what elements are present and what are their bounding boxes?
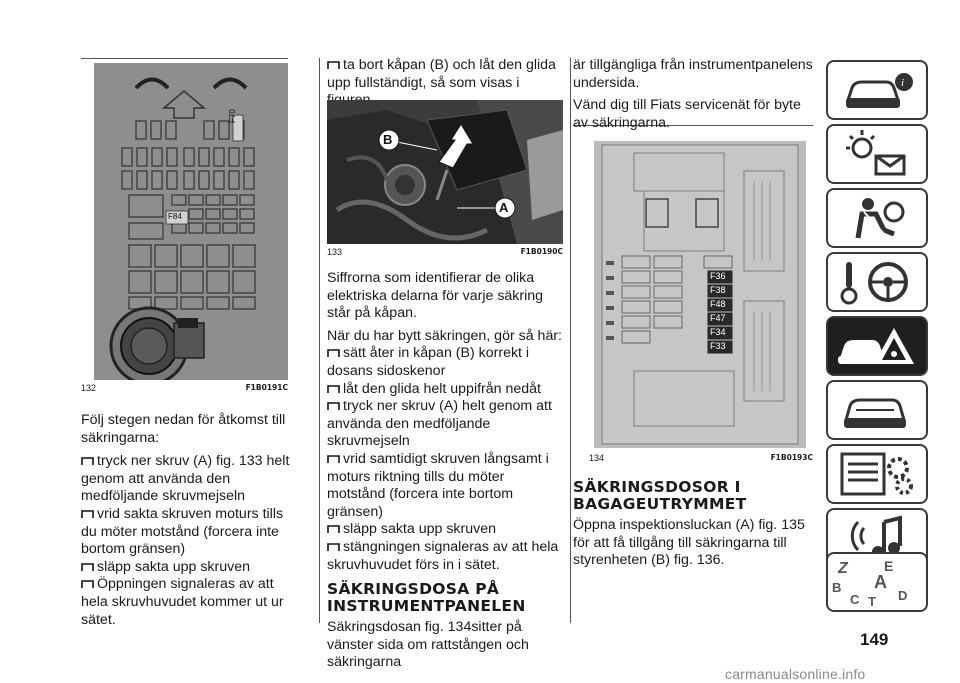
fuse-cover-illustration xyxy=(94,63,288,380)
list-item: tryck ner skruv (A) fig. 133 helt genom … xyxy=(81,453,290,505)
tab-warning-lights[interactable] xyxy=(826,124,928,184)
figure-134: F36 F38 F48 F47 F34 F33 xyxy=(594,141,806,448)
fuse-label-f36: F36 xyxy=(710,271,726,281)
tab-index[interactable]: Z E A B D C T xyxy=(826,552,928,612)
figure-code: F1B0191C xyxy=(245,383,288,392)
list-item: ta bort kåpan (B) och låt den glida upp … xyxy=(327,57,556,108)
paragraph: När du har bytt säkringen, gör så här: xyxy=(327,327,563,344)
callout-b: B xyxy=(383,132,393,147)
fuse-label-f84: F84 xyxy=(168,212,182,221)
airbag-seatbelt-icon xyxy=(855,198,905,239)
column-1-text: Följ stegen nedan för åtkomst till säkri… xyxy=(81,412,296,629)
bullet-icon xyxy=(327,455,340,463)
bullet-icon xyxy=(81,510,94,518)
index-icon: Z E A B D C T xyxy=(828,554,926,610)
tab-car-info[interactable]: i xyxy=(826,60,928,120)
bullet-icon xyxy=(327,525,340,534)
warning-lights-icon xyxy=(846,130,906,176)
column-3-top-text: är tillgängliga från instrumentpanelens … xyxy=(573,57,818,132)
list-item: tryck ner skruv (A) helt genom att använ… xyxy=(327,398,552,450)
top-rule-col1 xyxy=(81,58,288,59)
column-divider-2 xyxy=(570,58,571,623)
index-letter: A xyxy=(874,572,887,592)
fuse-label-f33: F33 xyxy=(710,341,726,351)
list-item: Öppningen signaleras av att hela skruvhu… xyxy=(81,576,284,628)
figure-132-caption: 132 F1B0191C xyxy=(81,383,288,393)
page-number: 149 xyxy=(860,630,889,649)
list-item: låt den glida helt uppifrån nedåt xyxy=(327,381,565,399)
figure-133-caption: 133 F1B0190C xyxy=(327,247,563,257)
bullet-icon xyxy=(81,562,94,571)
list-item: sätt åter in kåpan (B) korrekt i dosans … xyxy=(327,345,530,379)
svg-text:i: i xyxy=(901,77,904,89)
index-letter: D xyxy=(898,588,908,603)
bullet-icon xyxy=(81,580,94,589)
figure-number: 134 xyxy=(589,453,605,463)
intro-paragraph: Följ stegen nedan för åtkomst till säkri… xyxy=(81,412,286,446)
maintenance-car-icon xyxy=(844,398,906,428)
section-heading: SÄKRINGSDOSA PÅ INSTRUMENTPANELEN xyxy=(327,580,526,616)
fuse-label-f34: F34 xyxy=(710,327,726,337)
figure-133: B A xyxy=(327,100,563,244)
tab-in-an-emergency[interactable] xyxy=(826,316,928,376)
paragraph: Vänd dig till Fiats servicenät för byte … xyxy=(573,97,801,131)
column-2-top-text: ta bort kåpan (B) och låt den glida upp … xyxy=(327,57,563,110)
bullet-icon xyxy=(327,384,340,393)
index-letter: Z xyxy=(838,560,848,577)
section-heading: SÄKRINGSDOSOR I BAGAGEUTRYMMET xyxy=(573,478,747,513)
paragraph: Öppna inspektionsluckan (A) fig. 135 för… xyxy=(573,517,805,569)
index-letter: E xyxy=(884,558,894,574)
callout-a: A xyxy=(499,200,509,215)
bullet-icon xyxy=(327,349,340,358)
fuse-label-f38: F38 xyxy=(710,285,726,295)
column-3-text: SÄKRINGSDOSOR I BAGAGEUTRYMMET Öppna ins… xyxy=(573,479,813,570)
column-2-text: Siffrorna som identifierar de olika elek… xyxy=(327,270,565,672)
paragraph: är tillgängliga från instrumentpanelens … xyxy=(573,57,813,91)
tab-starting-driving[interactable] xyxy=(826,252,928,312)
car-info-icon: i xyxy=(845,73,913,108)
engine-bay-photo xyxy=(327,100,563,244)
figure-132: F70 F84 xyxy=(94,63,288,380)
figure-number: 132 xyxy=(81,383,97,393)
list-item: vrid sakta skruven moturs tills du möter… xyxy=(81,505,284,558)
index-letter: B xyxy=(832,580,842,595)
column-divider-1 xyxy=(319,58,320,623)
watermark: carmanualsonline.info xyxy=(725,666,866,682)
index-letter: T xyxy=(868,594,876,609)
tab-safety[interactable] xyxy=(826,188,928,248)
breakdown-icon xyxy=(838,328,914,364)
steering-wheel-key-icon xyxy=(840,262,908,305)
figure-code: F1B0190C xyxy=(520,247,563,256)
fuse-label-f47: F47 xyxy=(710,313,726,323)
figure-number: 133 xyxy=(327,247,343,257)
bullet-icon xyxy=(327,402,340,411)
fuse-label-f48: F48 xyxy=(710,299,726,309)
paragraph: Siffrorna som identifierar de olika elek… xyxy=(327,270,544,322)
list-item: stängningen signaleras av att hela skruv… xyxy=(327,538,559,573)
bullet-icon xyxy=(81,457,94,466)
fuse-box-illustration xyxy=(594,141,806,448)
figure-134-caption: 134 F1B0193C xyxy=(589,453,813,463)
list-item: släpp sakta upp skruven xyxy=(327,521,565,539)
bullet-icon xyxy=(327,61,340,69)
fuse-label-f70: F70 xyxy=(228,109,237,123)
top-rule-col3 xyxy=(573,125,813,126)
tab-technical-data[interactable] xyxy=(826,444,928,504)
index-letter: C xyxy=(850,592,860,607)
list-item: släpp sakta upp skruven xyxy=(81,559,296,577)
bullet-icon xyxy=(327,543,340,551)
figure-code: F1B0193C xyxy=(770,453,813,462)
technical-data-icon xyxy=(840,452,913,496)
paragraph: Säkringsdosan fig. 134sitter på vänster … xyxy=(327,619,529,671)
tab-servicing[interactable] xyxy=(826,380,928,440)
list-item: vrid samtidigt skruven långsamt i moturs… xyxy=(327,450,549,520)
